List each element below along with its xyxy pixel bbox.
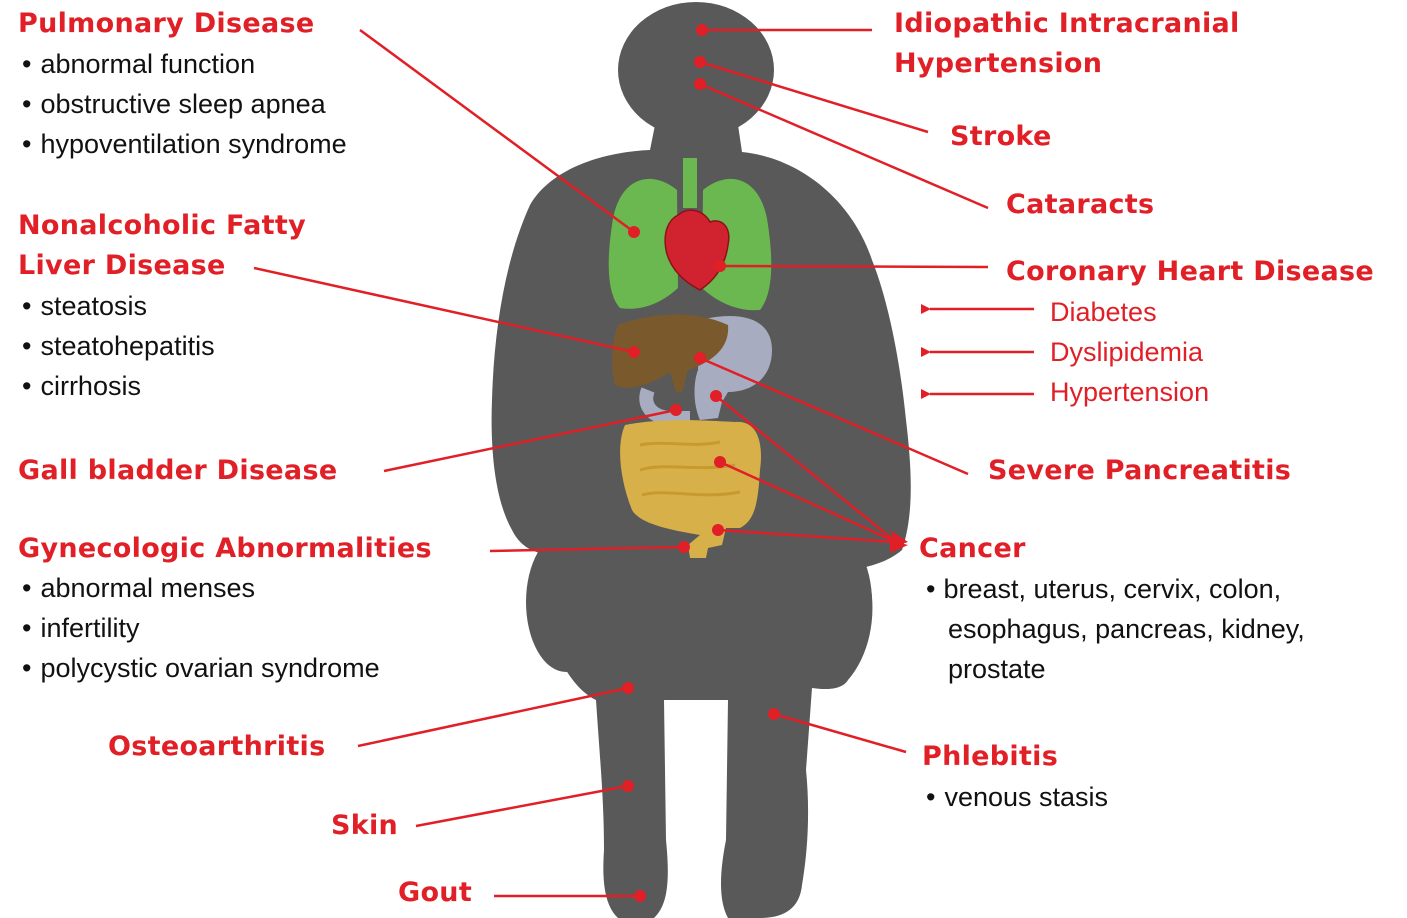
label-coronary-heart-disease: Coronary Heart Disease — [1006, 252, 1374, 292]
label-cancer: Cancer — [919, 529, 1026, 569]
list-gynecologic: abnormal menses infertility polycystic o… — [22, 568, 380, 688]
list-item: abnormal function — [22, 44, 347, 84]
head — [618, 2, 774, 138]
label-dyslipidemia: Dyslipidemia — [1050, 332, 1203, 372]
list-item: steatosis — [22, 286, 215, 326]
list-phlebitis: venous stasis — [926, 777, 1108, 817]
label-stroke: Stroke — [950, 117, 1052, 157]
label-diabetes: Diabetes — [1050, 292, 1157, 332]
list-item: steatohepatitis — [22, 326, 215, 366]
list-item: abnormal menses — [22, 568, 380, 608]
cancer-types: breast, uterus, cervix, colon, esophagus… — [924, 569, 1403, 689]
label-nafld-line1: Nonalcoholic Fatty — [18, 206, 306, 246]
list-item: obstructive sleep apnea — [22, 84, 347, 124]
label-cataracts: Cataracts — [1006, 185, 1154, 225]
label-iih-line1: Idiopathic Intracranial — [894, 4, 1240, 44]
label-pulmonary-disease: Pulmonary Disease — [18, 4, 314, 44]
label-gout: Gout — [398, 873, 472, 913]
list-item: polycystic ovarian syndrome — [22, 648, 380, 688]
right-hip — [792, 532, 872, 672]
list-item: infertility — [22, 608, 380, 648]
list-item: hypoventilation syndrome — [22, 124, 347, 164]
organs — [609, 158, 772, 558]
label-gall-bladder-disease: Gall bladder Disease — [18, 451, 337, 491]
list-item: cirrhosis — [22, 366, 215, 406]
label-gynecologic-abnormalities: Gynecologic Abnormalities — [18, 529, 432, 569]
label-osteoarthritis: Osteoarthritis — [108, 727, 325, 767]
label-skin: Skin — [331, 806, 398, 846]
list-pulmonary: abnormal function obstructive sleep apne… — [22, 44, 347, 164]
label-iih-line2: Hypertension — [894, 44, 1102, 84]
list-item: venous stasis — [926, 777, 1108, 817]
trachea — [683, 158, 697, 208]
label-severe-pancreatitis: Severe Pancreatitis — [988, 451, 1291, 491]
label-phlebitis: Phlebitis — [922, 737, 1058, 777]
label-hypertension: Hypertension — [1050, 372, 1209, 412]
left-hip — [526, 532, 606, 672]
list-liver: steatosis steatohepatitis cirrhosis — [22, 286, 215, 406]
label-nafld-line2: Liver Disease — [18, 246, 226, 286]
